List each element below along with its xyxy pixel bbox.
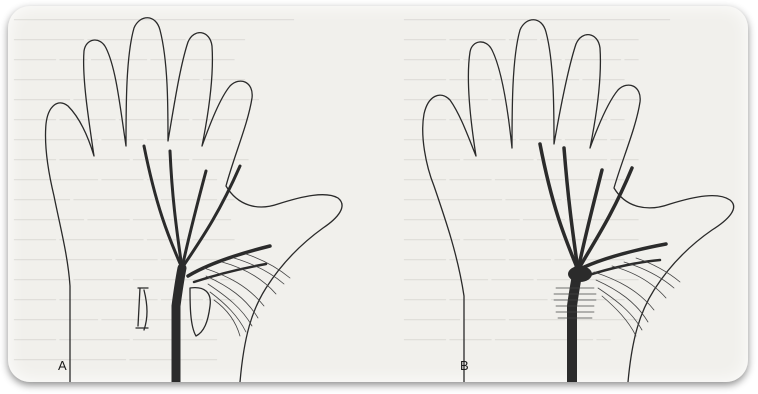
nerve-branch-b3 <box>578 170 602 270</box>
nerve-swelling-b <box>568 266 592 282</box>
median-nerve-b <box>572 270 578 382</box>
hand-a-illustration <box>8 6 398 382</box>
thenar-muscle-a <box>204 254 290 336</box>
hand-b-outline <box>423 20 734 382</box>
hand-a-outline <box>45 18 342 382</box>
panel-a: ————————————————————————— ——————— ——————… <box>8 6 398 382</box>
nerve-branch-a1 <box>144 146 182 268</box>
hand-b-illustration <box>398 6 748 382</box>
median-nerve-a <box>176 268 182 382</box>
panel-label-a: A <box>58 358 67 373</box>
nerve-branch-a3 <box>182 171 206 268</box>
nerve-branch-a4 <box>182 166 240 268</box>
panel-label-b: B <box>460 358 469 373</box>
figure-frame: ————————————————————————— ——————— ——————… <box>8 6 748 382</box>
nerve-branch-b1 <box>540 144 578 270</box>
panel-b: —————————————————————— ———— —— —————————… <box>398 6 748 382</box>
skin-flap-left-a <box>136 288 148 330</box>
skin-flap-right-a <box>190 288 210 336</box>
